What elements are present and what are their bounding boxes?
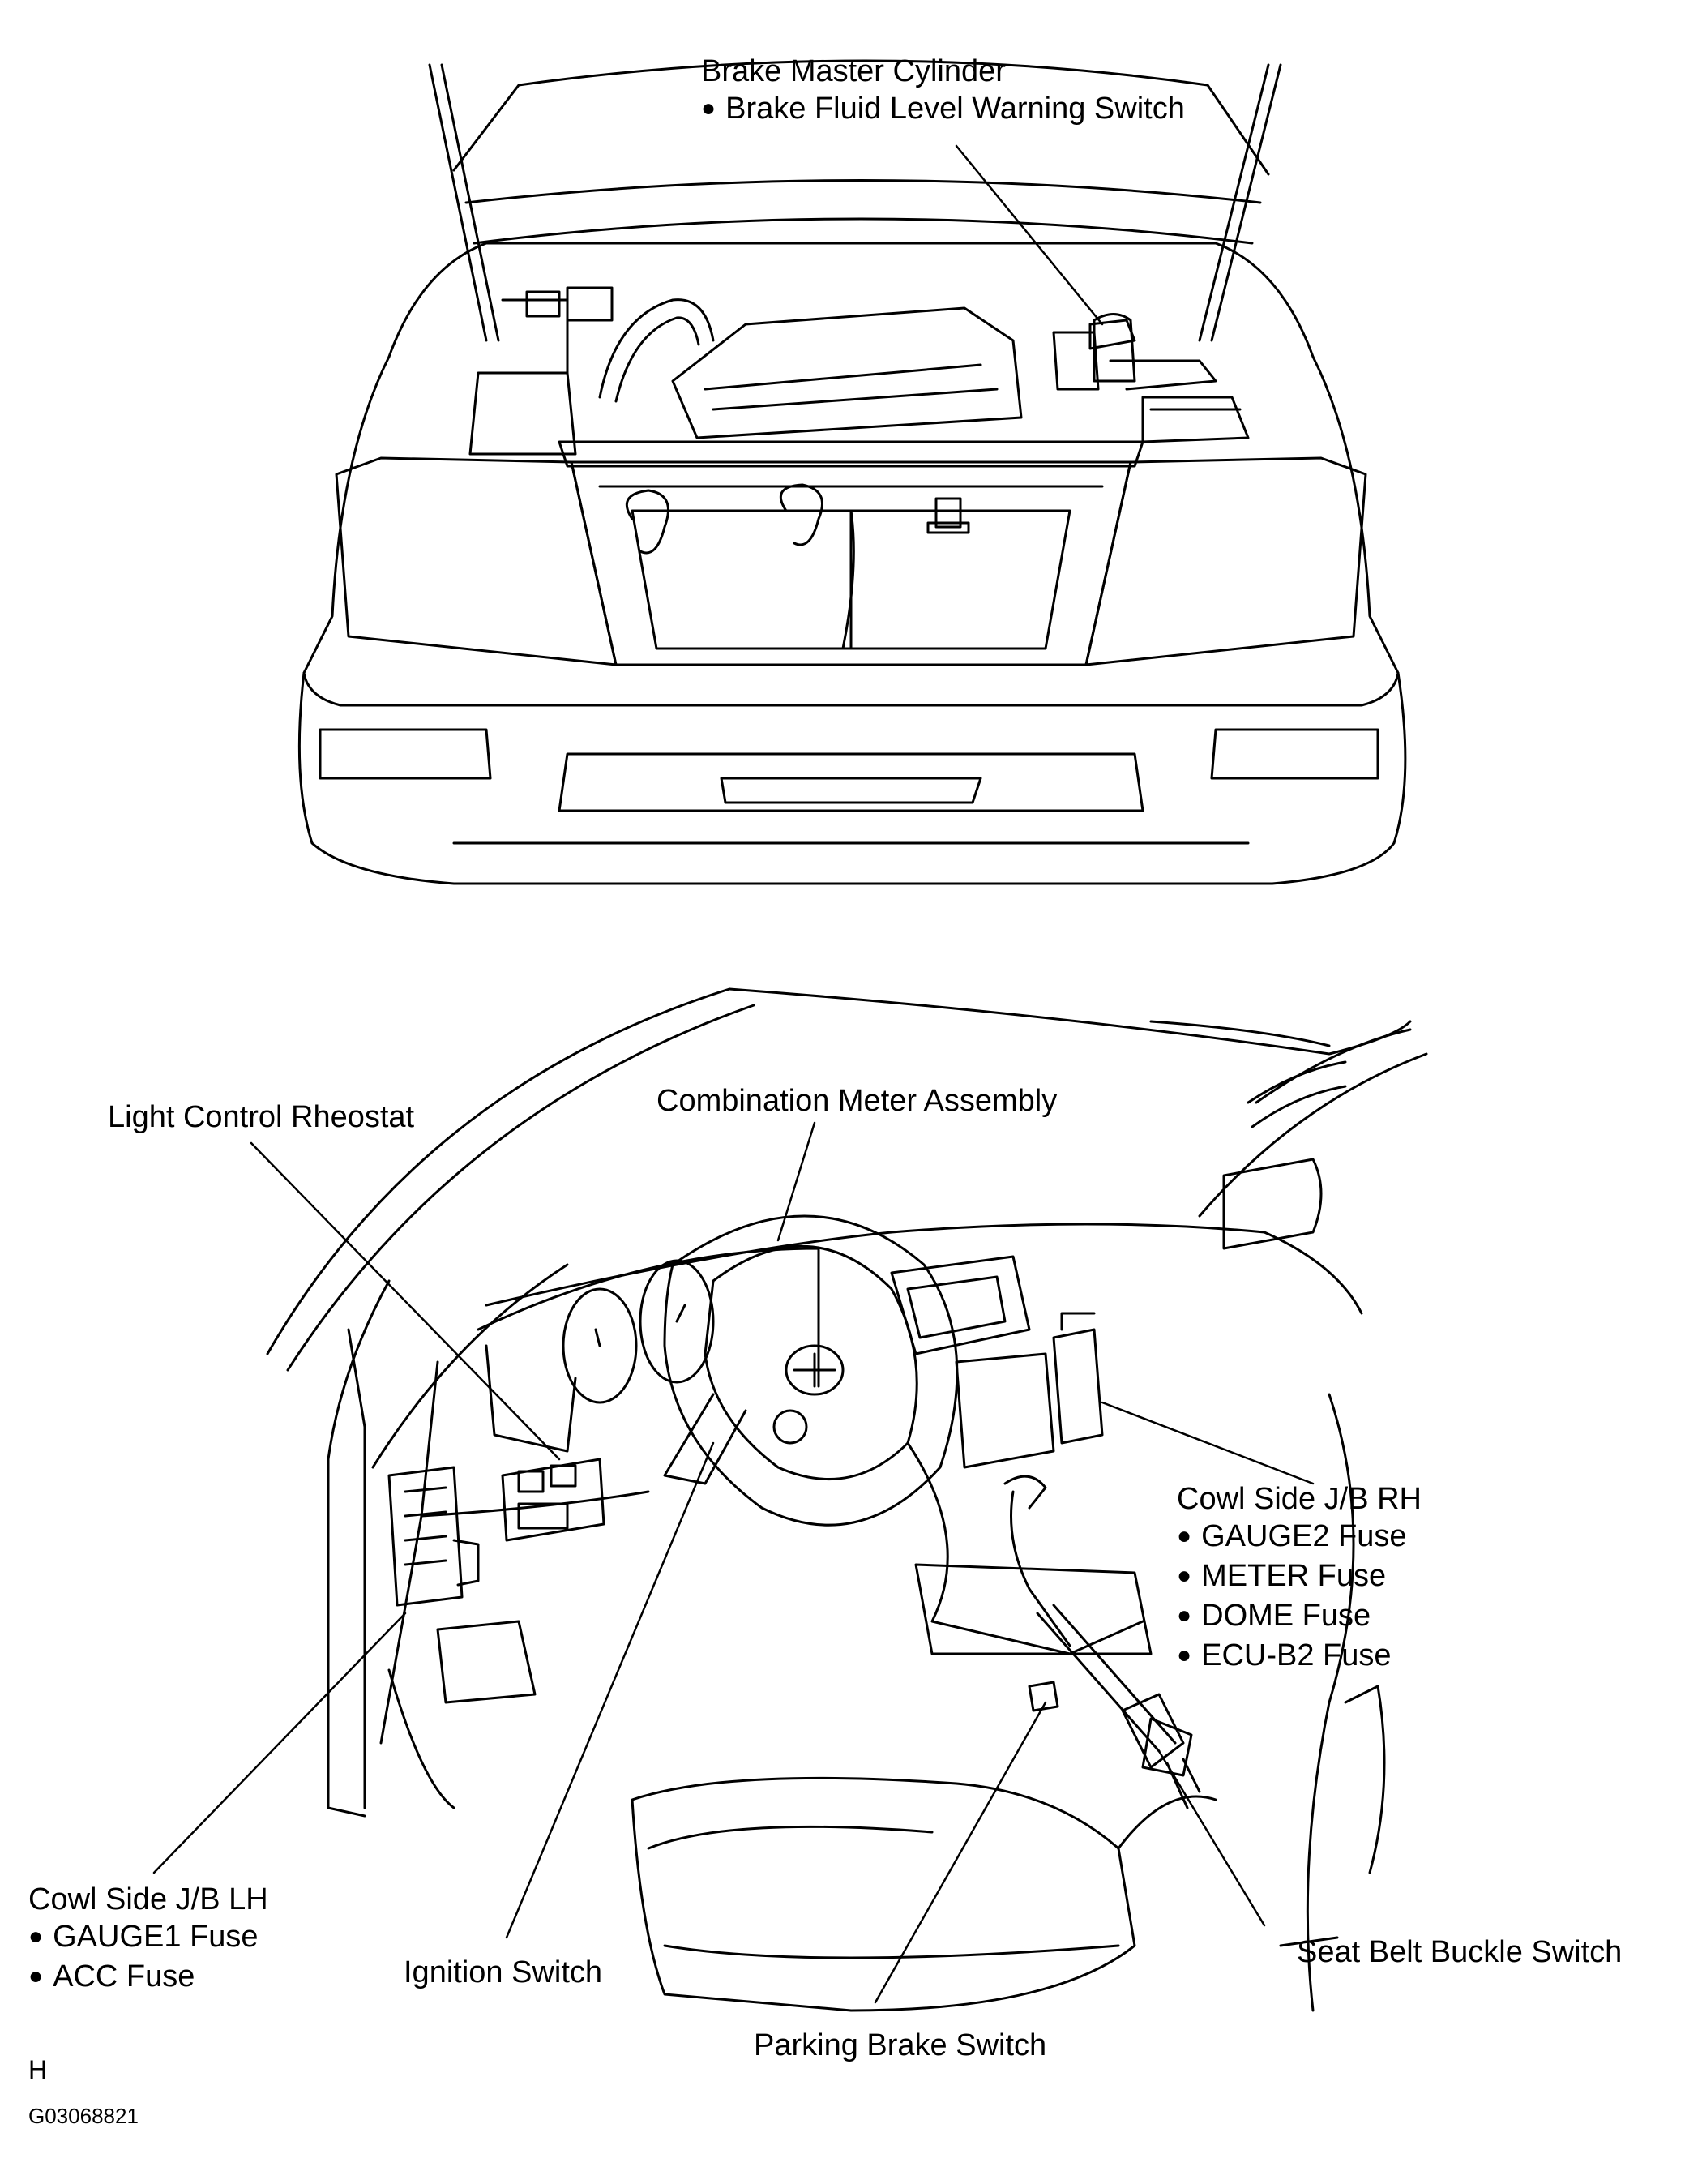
label-cowl-rh-item-3: DOME Fuse xyxy=(1177,1597,1422,1637)
leader-ignition xyxy=(505,1441,715,1939)
label-parking-brake-switch: Parking Brake Switch xyxy=(754,2027,1046,2064)
leader-parking-brake xyxy=(874,1701,1047,2004)
label-seat-belt-title: Seat Belt Buckle Switch xyxy=(1297,1935,1623,1969)
label-brake-master-item-1: Brake Fluid Level Warning Switch xyxy=(701,90,1185,130)
leader-brake-master xyxy=(955,144,1104,326)
label-cowl-rh-title: Cowl Side J/B RH xyxy=(1177,1482,1422,1516)
label-light-control-title: Light Control Rheostat xyxy=(108,1100,415,1134)
label-cowl-rh-item-4: ECU-B2 Fuse xyxy=(1177,1637,1422,1677)
label-combination-meter-title: Combination Meter Assembly xyxy=(656,1084,1058,1118)
corner-code: H xyxy=(28,2055,48,2084)
leader-light-control xyxy=(250,1141,561,1461)
label-cowl-lh-title: Cowl Side J/B LH xyxy=(28,1882,268,1916)
label-combination-meter: Combination Meter Assembly xyxy=(656,1082,1057,1120)
engine-compartment-view xyxy=(297,59,1407,885)
label-cowl-rh-item-1: GAUGE2 Fuse xyxy=(1177,1518,1422,1557)
label-parking-brake-title: Parking Brake Switch xyxy=(754,2028,1047,2062)
label-cowl-side-jb-lh: Cowl Side J/B LH GAUGE1 Fuse ACC Fuse xyxy=(28,1881,268,1998)
label-cowl-rh-item-2: METER Fuse xyxy=(1177,1557,1422,1597)
leader-combination-meter xyxy=(776,1121,816,1242)
label-cowl-side-jb-rh: Cowl Side J/B RH GAUGE2 Fuse METER Fuse … xyxy=(1177,1480,1422,1677)
label-cowl-lh-item-1: GAUGE1 Fuse xyxy=(28,1918,268,1958)
interior-view xyxy=(266,987,1428,2012)
label-cowl-lh-item-2: ACC Fuse xyxy=(28,1958,268,1998)
figure-id: G03068821 xyxy=(28,2104,139,2128)
label-brake-master-title: Brake Master Cylinder xyxy=(701,54,1006,88)
label-seat-belt-buckle-switch: Seat Belt Buckle Switch xyxy=(1297,1933,1622,1971)
leader-seat-belt xyxy=(1157,1749,1266,1927)
leader-cowl-lh xyxy=(152,1612,407,1874)
label-light-control-rheostat: Light Control Rheostat xyxy=(108,1098,414,1136)
leader-lines xyxy=(152,144,1315,2004)
label-ignition-switch: Ignition Switch xyxy=(404,1954,602,1991)
leader-cowl-rh xyxy=(1101,1401,1315,1485)
label-brake-master-cylinder: Brake Master Cylinder Brake Fluid Level … xyxy=(701,53,1185,130)
label-ignition-title: Ignition Switch xyxy=(404,1955,603,1989)
